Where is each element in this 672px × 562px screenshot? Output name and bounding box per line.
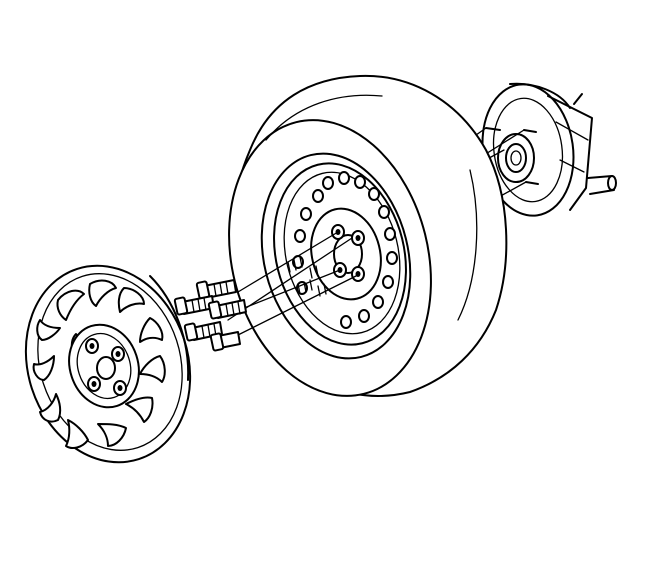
wheel-cover	[24, 264, 192, 464]
lug-nut	[195, 279, 237, 300]
wheel-cover-slots	[32, 279, 166, 449]
lug-nut	[183, 321, 223, 342]
lug-nut	[209, 331, 241, 352]
wheel-rim	[273, 162, 407, 346]
lug-nut	[207, 299, 247, 320]
lug-nuts	[173, 279, 247, 352]
stud-threads	[227, 231, 357, 339]
